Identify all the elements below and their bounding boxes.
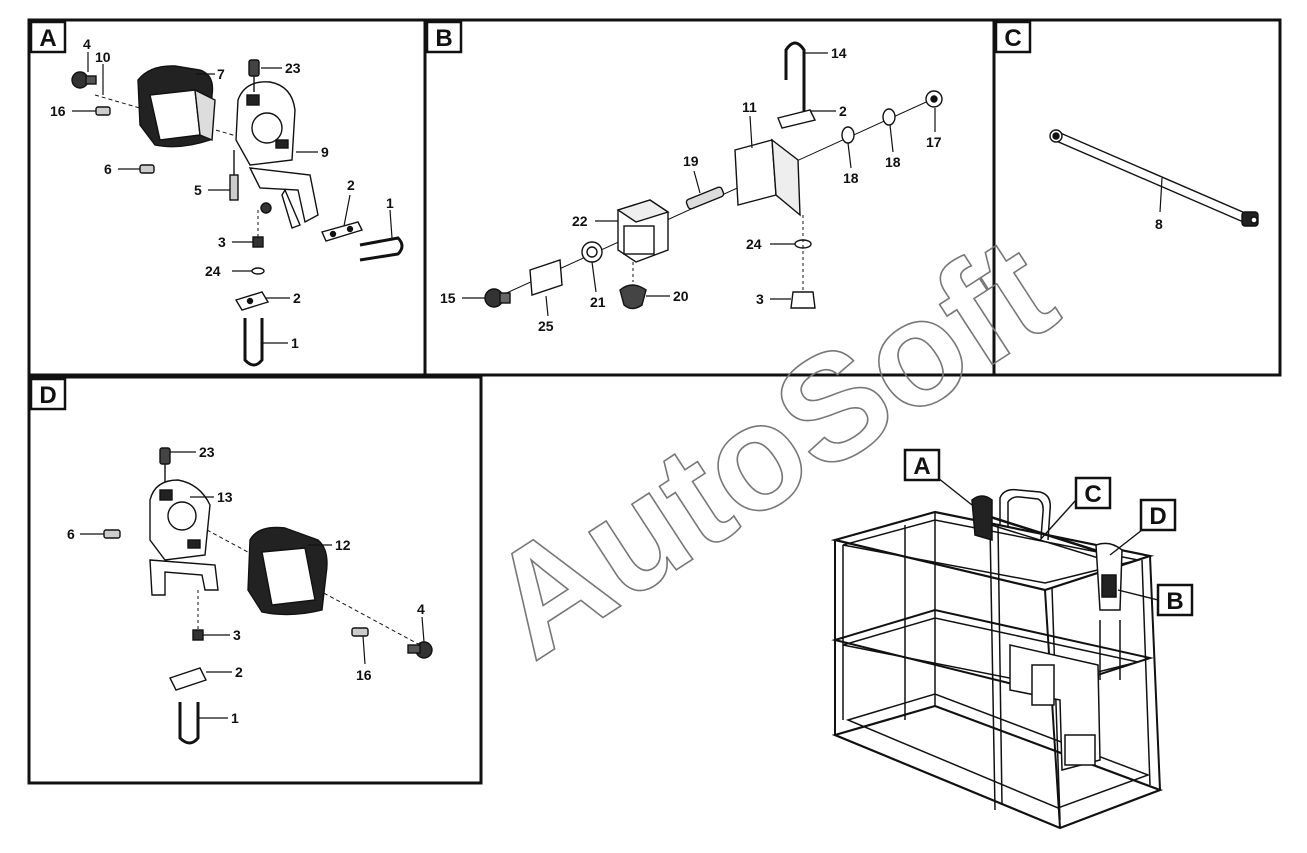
callout-d-13: 13 [217,489,233,505]
callout-a-24: 24 [205,263,221,279]
callout-b-11: 11 [742,99,757,115]
panel-c-frame [992,18,1282,377]
callout-a-1b: 1 [291,335,299,351]
callout-b-25: 25 [538,318,554,334]
callout-b-22: 22 [572,213,588,229]
callout-a-2b: 2 [293,290,301,306]
panel-c-drawing [1049,129,1259,227]
callout-b-3: 3 [756,291,764,307]
panel-d-leaders [80,451,425,719]
panel-b-tag: B [425,20,463,54]
panel-d-drawing [103,447,433,745]
panel-c-label: C [1004,25,1021,52]
overview-label-b: B [1166,588,1183,615]
callout-d-1: 1 [231,710,239,726]
panel-d-label: D [39,382,56,409]
callout-b-18a: 18 [885,154,901,170]
panel-b-callouts: 14 11 2 17 19 18 18 22 24 15 21 20 3 25 [440,45,942,334]
overview-label-a: A [913,453,930,480]
callout-a-5: 5 [194,182,202,198]
callout-a-23: 23 [285,60,301,76]
callout-d-12: 12 [335,537,351,553]
callout-a-6: 6 [104,161,112,177]
panel-a-leaders [72,52,393,344]
callout-a-1: 1 [386,195,394,211]
callout-b-20: 20 [673,288,689,304]
panel-d-tag: D [29,377,67,411]
overview-label-c: C [1084,481,1101,508]
panel-a-callouts: 4 10 7 23 16 9 6 5 2 1 3 24 2 1 [50,36,394,351]
callout-d-6: 6 [67,526,75,542]
callout-c-8: 8 [1155,216,1163,232]
panel-a-tag: A [29,20,67,54]
callout-a-4: 4 [83,36,91,52]
callout-a-10: 10 [95,49,111,65]
panel-a-frame [27,18,427,377]
callout-d-16: 16 [356,667,372,683]
panel-d-frame [27,375,483,785]
callout-d-3: 3 [233,627,241,643]
panel-b-label: B [435,25,452,52]
callout-a-2: 2 [347,177,355,193]
panel-b-leaders [462,52,936,317]
callout-b-14: 14 [831,45,847,61]
panel-b-drawing [484,41,943,310]
callout-b-21: 21 [590,294,606,310]
overview-label-d: D [1149,503,1166,530]
panel-c-tag: C [994,20,1032,54]
callout-b-18b: 18 [843,170,859,186]
callout-b-2: 2 [839,103,847,119]
callout-a-7: 7 [217,66,225,82]
callout-d-23: 23 [199,444,215,460]
callout-a-16: 16 [50,103,66,119]
callout-b-24: 24 [746,236,762,252]
panel-c-callouts: 8 [1155,216,1163,232]
panel-a-drawing [71,59,404,367]
basket-overview [830,488,1164,830]
panel-frames [27,18,1282,785]
callout-d-2: 2 [235,664,243,680]
callout-a-9: 9 [321,144,329,160]
panel-a-label: A [39,25,56,52]
panel-d-callouts: 23 13 6 12 3 4 16 2 1 [67,444,425,726]
callout-b-15: 15 [440,290,456,306]
callout-b-17: 17 [926,134,942,150]
callout-b-19: 19 [683,153,699,169]
callout-a-3: 3 [218,234,226,250]
overview-callouts: A C D B [903,448,1194,617]
callout-d-4: 4 [417,601,425,617]
